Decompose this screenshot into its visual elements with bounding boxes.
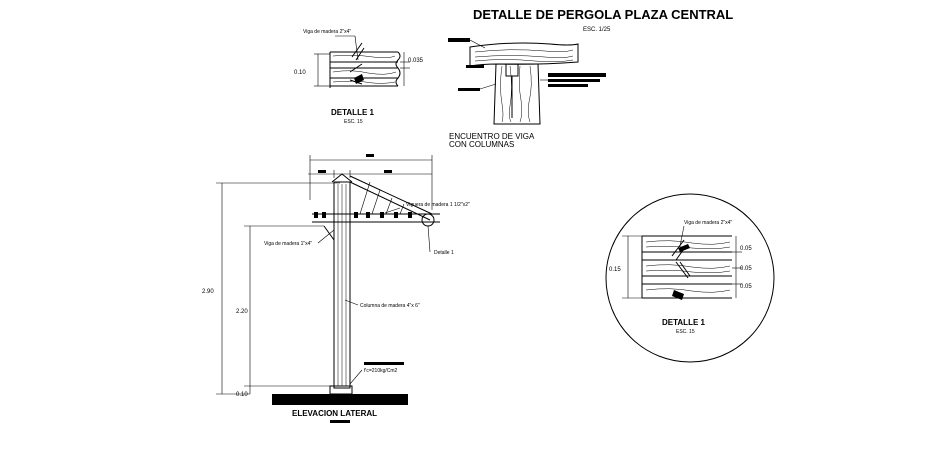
elevation-label-viga: Viga de madera 1"x4"	[264, 241, 312, 247]
detail1-small-beam-label: Viga de madera 2"x4"	[303, 29, 351, 35]
drawing-title: DETALLE DE PERGOLA PLAZA CENTRAL	[473, 7, 733, 22]
elevation-label-detalle: Detalle 1	[434, 250, 454, 256]
encuentro-title-line1: ENCUENTRO DE VIGA	[449, 132, 535, 141]
elevation-dim-total: 2.90	[202, 289, 214, 295]
encuentro-detail: ENCUENTRO DE VIGA CON COLUMNAS	[448, 38, 606, 149]
detail1-circle-beam-label: Viga de madera 2"x4"	[684, 220, 732, 226]
elevation-label-concrete: f'c=210kg/Cm2	[364, 368, 398, 374]
detail1-small: 0.10 0.035 Viga de madera 2"x4" DETALLE …	[294, 29, 424, 125]
elevation-lateral: 2.90 2.20 0.10 Viguera de mad	[202, 154, 470, 423]
detail1-small-dim-left: 0.10	[294, 70, 306, 76]
detail1-small-dim-right: 0.035	[408, 58, 424, 64]
elevation-label-columna: Columna de madera 4"x 6"	[360, 303, 420, 309]
detail1-small-title: DETALLE 1	[331, 108, 375, 117]
elevation-dim-height: 2.20	[236, 309, 248, 315]
encuentro-title-line2: CON COLUMNAS	[449, 140, 514, 149]
detail1-circle-dim-r2: 0.05	[740, 266, 752, 272]
detail1-circle: 0.15 0.05 0.05 0.05 Viga de madera 2"x4"…	[605, 193, 775, 363]
detail1-circle-scale: ESC. 15	[676, 329, 695, 335]
detail1-small-scale: ESC. 15	[344, 119, 363, 125]
elevation-dim-base: 0.10	[236, 392, 248, 398]
detail1-circle-title: DETALLE 1	[662, 318, 706, 327]
elevation-label-viguera: Viguera de madera 1 1/2"x2"	[406, 202, 470, 208]
detail1-circle-dim-r1: 0.05	[740, 246, 752, 252]
detail1-circle-dim-left: 0.15	[609, 267, 621, 273]
detail1-circle-dim-r3: 0.05	[740, 284, 752, 290]
elevation-title: ELEVACION LATERAL	[292, 409, 377, 418]
drawing-scale: ESC. 1/25	[583, 27, 611, 33]
